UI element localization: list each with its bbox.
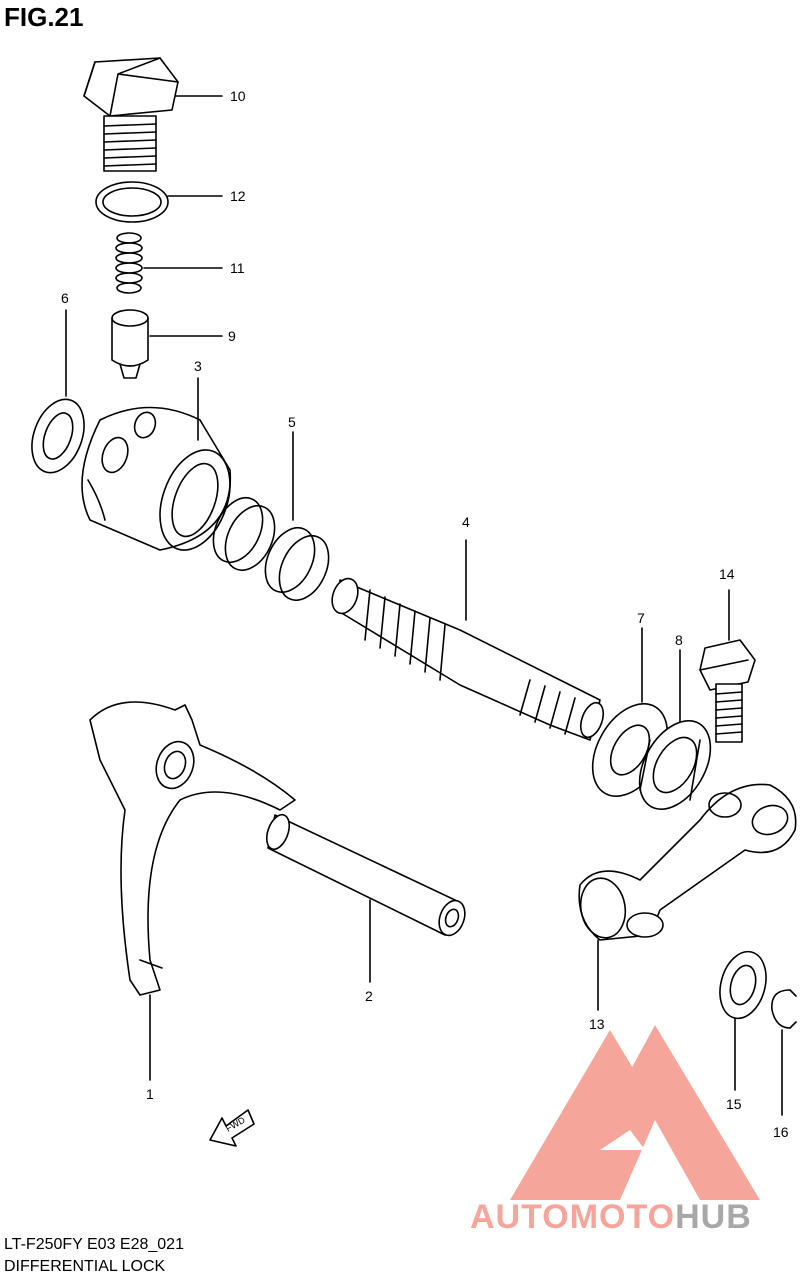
part-5-spring bbox=[212, 497, 330, 601]
callout-14: 14 bbox=[719, 566, 735, 582]
callout-9: 9 bbox=[228, 328, 236, 344]
callout-2: 2 bbox=[365, 988, 373, 1004]
callout-1: 1 bbox=[146, 1086, 154, 1102]
callout-16: 16 bbox=[773, 1124, 789, 1140]
part-13-lever bbox=[578, 783, 797, 941]
callout-6: 6 bbox=[61, 290, 69, 306]
footer-assembly-name: DIFFERENTIAL LOCK bbox=[4, 1258, 166, 1275]
part-16-clip bbox=[771, 989, 797, 1029]
callout-3: 3 bbox=[194, 358, 202, 374]
part-6-washer bbox=[31, 398, 85, 474]
part-4-shaft bbox=[331, 577, 605, 741]
part-3-sleeve bbox=[81, 406, 232, 551]
fwd-arrow bbox=[209, 1109, 255, 1147]
watermark-logo bbox=[510, 1025, 760, 1200]
figure-title: FIG.21 bbox=[4, 2, 84, 32]
callout-12: 12 bbox=[230, 188, 246, 204]
footer-model-code: LT-F250FY E03 E28_021 bbox=[4, 1236, 184, 1253]
callout-4: 4 bbox=[462, 514, 470, 530]
callout-5: 5 bbox=[288, 414, 296, 430]
callout-13: 13 bbox=[589, 1016, 605, 1032]
callout-15: 15 bbox=[726, 1096, 742, 1112]
watermark-part-moto: MOTO bbox=[569, 1198, 676, 1236]
watermark-text: AUTOMOTOHUB bbox=[470, 1198, 752, 1237]
part-9-pin bbox=[111, 309, 149, 379]
callout-8: 8 bbox=[675, 632, 683, 648]
part-1-fork bbox=[89, 701, 296, 996]
part-10-bolt bbox=[83, 57, 179, 172]
callout-11: 11 bbox=[230, 260, 245, 276]
part-8-nut bbox=[638, 720, 712, 810]
callout-7: 7 bbox=[637, 610, 645, 626]
part-2-rod bbox=[265, 813, 466, 937]
watermark-part-hub: HUB bbox=[675, 1198, 752, 1236]
part-12-washer bbox=[95, 181, 169, 223]
part-14-bolt bbox=[699, 639, 756, 743]
part-11-spring bbox=[115, 232, 143, 294]
callout-10: 10 bbox=[230, 88, 246, 104]
watermark-part-auto: AUTO bbox=[470, 1198, 570, 1236]
part-15-washer bbox=[719, 950, 767, 1020]
